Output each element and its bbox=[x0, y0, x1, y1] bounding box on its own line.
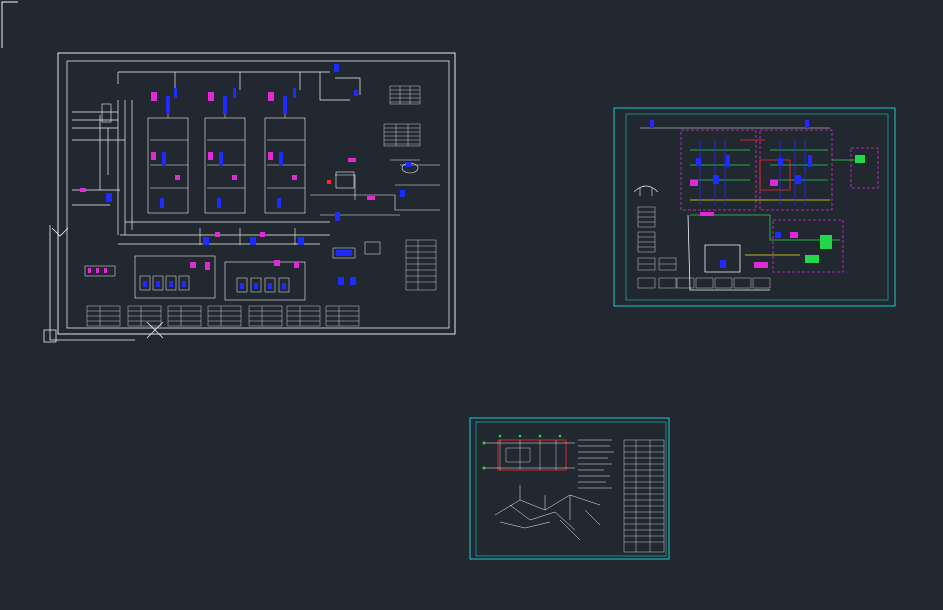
sheet2-inner-frame bbox=[625, 113, 889, 301]
sheet2-top-pump bbox=[650, 120, 654, 128]
sheet1-right-mark-2 bbox=[367, 196, 375, 200]
sheet1-right-process bbox=[310, 159, 440, 216]
sheet1-top-pump-2 bbox=[354, 90, 358, 96]
sheet1-header-pipe bbox=[117, 71, 361, 101]
sheet3-plan bbox=[482, 434, 575, 471]
sheet1-column-1 bbox=[147, 88, 189, 214]
sheet1-middle-pumps bbox=[199, 228, 304, 245]
sheet2-left-tank bbox=[633, 185, 659, 196]
sheet3-outer-frame bbox=[469, 417, 670, 560]
ucs-icon bbox=[43, 225, 135, 343]
sheet1-right-mark-1 bbox=[348, 158, 356, 162]
sheet3-inner-frame bbox=[475, 421, 667, 557]
sheet1-column-2 bbox=[204, 88, 246, 214]
sheet1-lower-tanks-left bbox=[134, 255, 216, 299]
viewport-corner bbox=[1, 1, 18, 48]
sheet2-outer-frame bbox=[613, 107, 896, 307]
sheet1-mid-pump bbox=[335, 212, 340, 221]
sheet1-bottom-equipment bbox=[84, 241, 381, 285]
sheet1-table-top-1 bbox=[389, 85, 421, 105]
sheet1-legend-table bbox=[405, 239, 437, 291]
sheet3-isometric bbox=[494, 485, 601, 541]
sheet1-lower-tanks-right bbox=[224, 260, 306, 301]
sheet1-inner-frame bbox=[66, 60, 450, 329]
sheet2-top-pump-2 bbox=[805, 120, 809, 128]
sheet-colored-pid[interactable] bbox=[613, 107, 896, 307]
sheet1-table-top-2 bbox=[383, 123, 421, 147]
sheet1-red-mark bbox=[327, 180, 331, 184]
sheet2-process-lines bbox=[687, 139, 855, 291]
sheet1-left-vessel bbox=[101, 103, 112, 123]
sheet1-top-pump bbox=[334, 64, 339, 72]
sheet1-left-pump-blue bbox=[106, 193, 112, 202]
sheet-layout[interactable] bbox=[469, 417, 670, 560]
sheet1-column-3 bbox=[264, 88, 306, 214]
sheet3-data-table bbox=[623, 439, 665, 553]
sheet-main-pid[interactable] bbox=[57, 52, 456, 335]
sheet1-left-mark bbox=[80, 188, 86, 192]
sheet2-tables bbox=[637, 206, 771, 289]
sheet2-group-boxes bbox=[680, 129, 879, 273]
crosshair-cursor-icon bbox=[146, 321, 164, 339]
sheet1-title-tables bbox=[86, 305, 360, 327]
sheet1-outer-frame bbox=[57, 52, 456, 335]
sheet1-right-pump bbox=[406, 162, 411, 167]
sheet3-notes bbox=[578, 439, 614, 489]
sheet1-right-pump-2 bbox=[400, 190, 405, 197]
sheet2-equipment-marks bbox=[690, 155, 865, 268]
sheet1-inlet-lines bbox=[72, 100, 330, 245]
